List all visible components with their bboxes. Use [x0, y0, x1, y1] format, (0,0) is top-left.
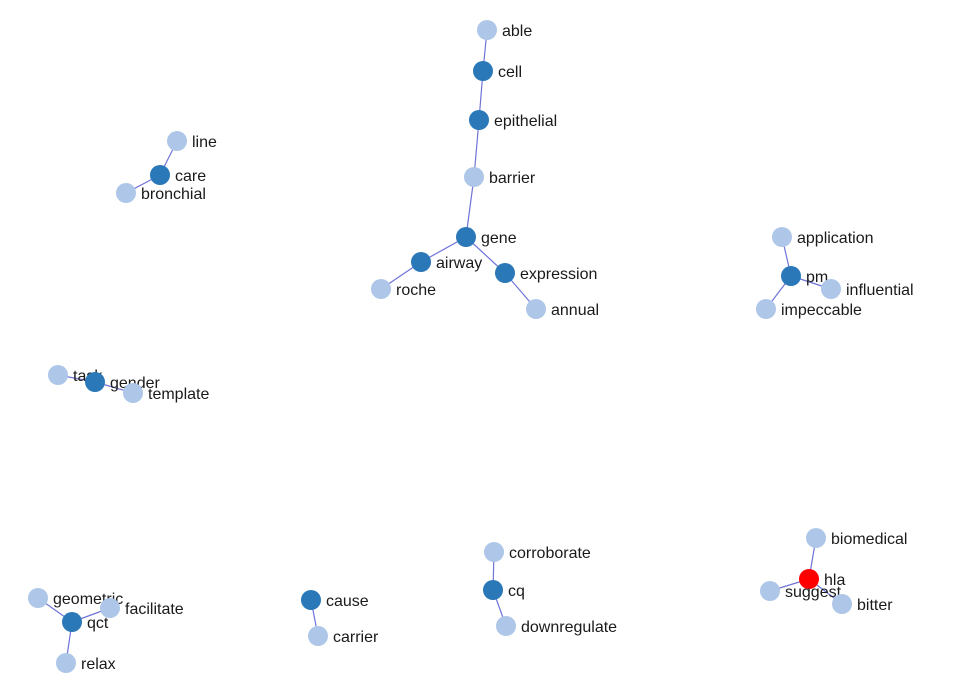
- node-label: qct: [87, 615, 109, 632]
- node-label: corroborate: [509, 545, 591, 562]
- node-gene[interactable]: gene: [456, 227, 517, 247]
- node-impeccable[interactable]: impeccable: [756, 299, 862, 319]
- node-line[interactable]: line: [167, 131, 217, 151]
- node-label: cause: [326, 593, 369, 610]
- node-circle[interactable]: [821, 279, 841, 299]
- node-biomedical[interactable]: biomedical: [806, 528, 907, 548]
- node-circle[interactable]: [832, 594, 852, 614]
- node-circle[interactable]: [85, 372, 105, 392]
- node-bronchial[interactable]: bronchial: [116, 183, 206, 203]
- node-label: influential: [846, 282, 914, 299]
- node-label: line: [192, 134, 217, 151]
- node-circle[interactable]: [496, 616, 516, 636]
- node-bitter[interactable]: bitter: [832, 594, 893, 614]
- node-circle[interactable]: [756, 299, 776, 319]
- node-label: bronchial: [141, 186, 206, 203]
- node-hla[interactable]: hla: [799, 569, 845, 589]
- node-label: bitter: [857, 597, 893, 614]
- edge-layer: [37, 29, 843, 664]
- node-influential[interactable]: influential: [821, 279, 914, 299]
- node-label: impeccable: [781, 302, 862, 319]
- node-label: barrier: [489, 170, 536, 187]
- node-circle[interactable]: [772, 227, 792, 247]
- node-able[interactable]: able: [477, 20, 532, 40]
- node-label: care: [175, 168, 206, 185]
- node-carrier[interactable]: carrier: [308, 626, 379, 646]
- node-roche[interactable]: roche: [371, 279, 436, 299]
- node-label: able: [502, 23, 532, 40]
- node-circle[interactable]: [483, 580, 503, 600]
- node-cell[interactable]: cell: [473, 61, 522, 81]
- node-cq[interactable]: cq: [483, 580, 525, 600]
- edge-barrier-gene: [465, 176, 475, 238]
- node-circle[interactable]: [464, 167, 484, 187]
- node-circle[interactable]: [411, 252, 431, 272]
- node-cause[interactable]: cause: [301, 590, 369, 610]
- node-circle[interactable]: [799, 569, 819, 589]
- node-circle[interactable]: [781, 266, 801, 286]
- node-label: expression: [520, 266, 597, 283]
- node-care[interactable]: care: [150, 165, 206, 185]
- node-label: suggest: [785, 584, 842, 601]
- node-circle[interactable]: [371, 279, 391, 299]
- node-pm[interactable]: pm: [781, 266, 828, 286]
- node-label: airway: [436, 255, 482, 272]
- node-label: biomedical: [831, 531, 907, 548]
- node-circle[interactable]: [495, 263, 515, 283]
- node-airway[interactable]: airway: [411, 252, 482, 272]
- node-circle[interactable]: [526, 299, 546, 319]
- node-circle[interactable]: [28, 588, 48, 608]
- node-label: relax: [81, 656, 116, 673]
- node-label: gene: [481, 230, 517, 247]
- node-circle[interactable]: [56, 653, 76, 673]
- node-barrier[interactable]: barrier: [464, 167, 536, 187]
- node-label: epithelial: [494, 113, 557, 130]
- node-application[interactable]: application: [772, 227, 874, 247]
- node-circle[interactable]: [116, 183, 136, 203]
- node-label: annual: [551, 302, 599, 319]
- node-label: hla: [824, 572, 845, 589]
- node-circle[interactable]: [308, 626, 328, 646]
- node-circle[interactable]: [167, 131, 187, 151]
- node-epithelial[interactable]: epithelial: [469, 110, 557, 130]
- node-circle[interactable]: [806, 528, 826, 548]
- node-circle[interactable]: [100, 598, 120, 618]
- node-circle[interactable]: [760, 581, 780, 601]
- node-label: application: [797, 230, 874, 247]
- node-layer: able cell epithelial barrier gene airway expre…: [28, 20, 914, 673]
- node-circle[interactable]: [456, 227, 476, 247]
- node-circle[interactable]: [48, 365, 68, 385]
- node-qct[interactable]: qct: [62, 612, 109, 632]
- node-annual[interactable]: annual: [526, 299, 599, 319]
- node-label: facilitate: [125, 601, 184, 618]
- node-suggest[interactable]: suggest: [760, 581, 842, 601]
- node-circle[interactable]: [62, 612, 82, 632]
- node-label: cell: [498, 64, 522, 81]
- node-expression[interactable]: expression: [495, 263, 597, 283]
- node-facilitate[interactable]: facilitate: [100, 598, 184, 618]
- node-label: cq: [508, 583, 525, 600]
- node-label: roche: [396, 282, 436, 299]
- node-circle[interactable]: [473, 61, 493, 81]
- node-circle[interactable]: [150, 165, 170, 185]
- node-relax[interactable]: relax: [56, 653, 116, 673]
- node-corroborate[interactable]: corroborate: [484, 542, 591, 562]
- node-label: carrier: [333, 629, 379, 646]
- node-downregulate[interactable]: downregulate: [496, 616, 617, 636]
- node-circle[interactable]: [301, 590, 321, 610]
- node-template[interactable]: template: [123, 383, 209, 403]
- node-circle[interactable]: [477, 20, 497, 40]
- node-label: pm: [806, 269, 828, 286]
- node-circle[interactable]: [484, 542, 504, 562]
- node-label: template: [148, 386, 209, 403]
- node-circle[interactable]: [469, 110, 489, 130]
- node-circle[interactable]: [123, 383, 143, 403]
- node-label: downregulate: [521, 619, 617, 636]
